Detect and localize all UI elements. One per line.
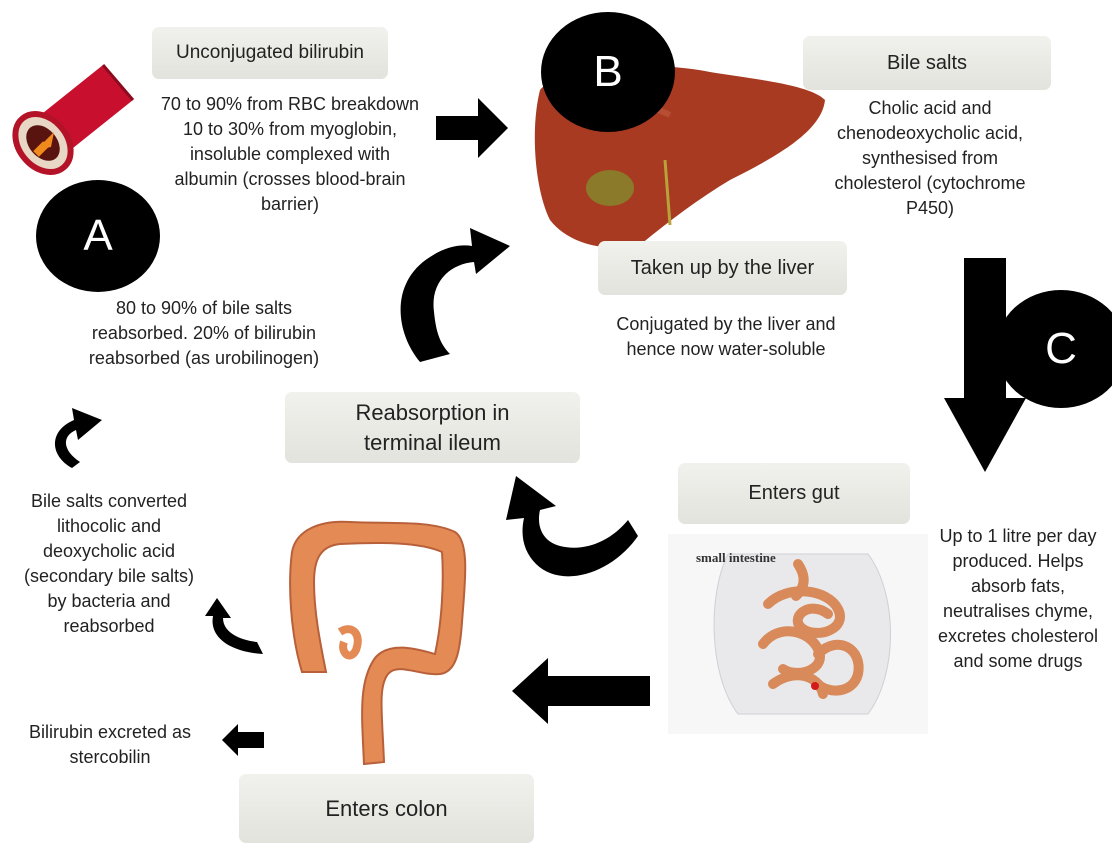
enters-colon-label: Enters colon (325, 796, 447, 822)
reabsorption-label: Reabsorption in terminal ileum (325, 398, 540, 458)
gut-note: Up to 1 litre per day produced. Helps ab… (932, 524, 1104, 674)
arrow-right-to-liver (436, 98, 508, 158)
reabsorbed-note: 80 to 90% of bile salts reabsorbed. 20% … (86, 296, 322, 371)
enters-gut-label: Enters gut (748, 482, 839, 505)
unconjugated-bilirubin-box: Unconjugated bilirubin (152, 27, 388, 79)
small-intestine-label: small intestine (696, 550, 776, 566)
secondary-bile-note: Bile salts converted lithocolic and deox… (14, 489, 204, 639)
colon-image (280, 512, 480, 768)
arrow-left-to-stercobilin (222, 724, 264, 756)
small-curved-arrow-top (48, 406, 104, 468)
curved-arrow-to-liver (390, 222, 520, 362)
bile-salts-label: Bile salts (887, 52, 967, 75)
arrow-left-to-colon (512, 658, 650, 724)
conjugated-note: Conjugated by the liver and hence now wa… (600, 312, 852, 362)
taken-up-liver-box: Taken up by the liver (598, 241, 847, 295)
curved-arrow-to-reabsorption (500, 476, 640, 584)
enters-colon-box: Enters colon (239, 774, 534, 843)
small-curved-arrow-bottom (205, 598, 265, 654)
enters-gut-box: Enters gut (678, 463, 910, 524)
label-a: A (36, 180, 160, 292)
unconjugated-bilirubin-label: Unconjugated bilirubin (176, 42, 364, 64)
blood-vessel-image (8, 55, 138, 180)
reabsorption-box: Reabsorption in terminal ileum (285, 392, 580, 463)
bile-salts-box: Bile salts (803, 36, 1051, 90)
label-b: B (541, 12, 675, 132)
small-intestine-image: small intestine (668, 534, 928, 734)
bile-salts-note: Cholic acid and chenodeoxycholic acid, s… (822, 96, 1038, 221)
unconjugated-note: 70 to 90% from RBC breakdown 10 to 30% f… (158, 92, 422, 217)
stercobilin-note: Bilirubin excreted as stercobilin (12, 720, 208, 770)
taken-up-liver-label: Taken up by the liver (631, 257, 814, 280)
